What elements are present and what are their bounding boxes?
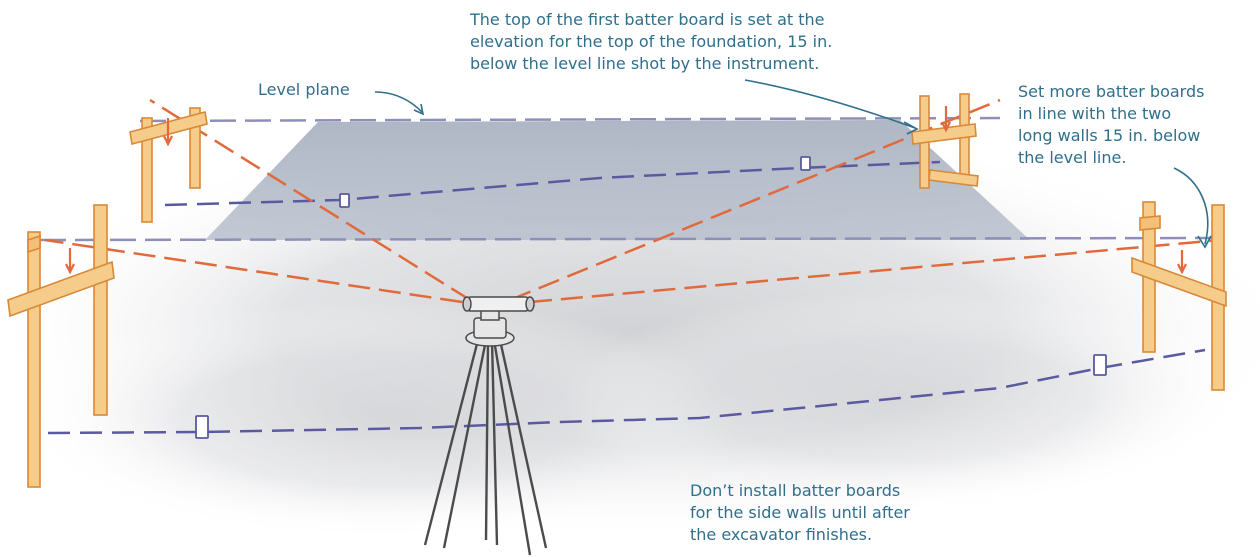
- right-annotation: Set more batter boards in line with the …: [1018, 81, 1204, 169]
- stake-4: [1094, 355, 1106, 375]
- bottom-annotation-line-3: the excavator finishes.: [690, 524, 910, 546]
- stake-3: [196, 416, 208, 438]
- top-annotation-line-2: elevation for the top of the foundation,…: [470, 31, 832, 53]
- stake-2: [801, 157, 810, 170]
- top-annotation-line-3: below the level line shot by the instrum…: [470, 53, 832, 75]
- right-annotation-line-4: the level line.: [1018, 147, 1204, 169]
- batter-board-back-right: [912, 94, 978, 188]
- level-plane: [205, 120, 1030, 240]
- level-plane-label: Level plane: [258, 79, 350, 101]
- stake-1: [340, 194, 349, 207]
- bottom-annotation: Don’t install batter boards for the side…: [690, 480, 910, 546]
- right-annotation-line-2: in line with the two: [1018, 103, 1204, 125]
- bottom-annotation-line-1: Don’t install batter boards: [690, 480, 910, 502]
- right-annotation-line-1: Set more batter boards: [1018, 81, 1204, 103]
- bottom-annotation-line-2: for the side walls until after: [690, 502, 910, 524]
- arrow-level-plane: [375, 92, 422, 112]
- top-annotation: The top of the first batter board is set…: [470, 9, 832, 75]
- right-annotation-line-3: long walls 15 in. below: [1018, 125, 1204, 147]
- top-annotation-line-1: The top of the first batter board is set…: [470, 9, 832, 31]
